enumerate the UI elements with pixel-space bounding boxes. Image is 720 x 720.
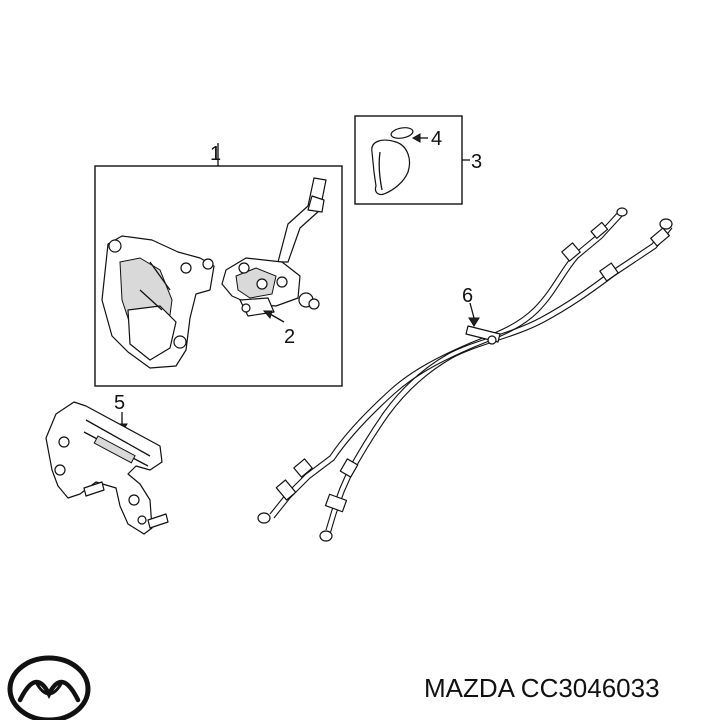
callout-2: 2	[284, 326, 295, 348]
callout-5: 5	[114, 392, 125, 414]
shift-cable-b	[325, 223, 669, 531]
callout-6: 6	[462, 285, 473, 307]
part-number-text: MAZDA CC3046033	[424, 673, 660, 703]
cable-a-upper-fitting	[561, 242, 581, 262]
cable-b-upper-fitting	[599, 262, 619, 282]
callout-4: 4	[431, 128, 442, 150]
bracket-group: 5	[45, 392, 169, 535]
shifter-base-housing	[101, 235, 215, 369]
cable-b-lower-eyelet	[319, 530, 333, 542]
shift-cable-a	[269, 209, 621, 515]
callout-6-leader	[469, 302, 475, 319]
cable-b-lower-fitting	[339, 458, 359, 478]
callout-2-arrowhead	[262, 310, 273, 320]
cable-a-upper-eyelet	[616, 207, 628, 217]
knob-ring	[390, 127, 414, 139]
shifter-assembly-group: 1	[94, 143, 343, 387]
cable-b-upper-eyelet	[659, 218, 673, 230]
selector-mechanism	[221, 257, 320, 317]
mazda-logo-icon	[7, 655, 91, 720]
shift-lever	[277, 177, 327, 263]
callout-2-leader	[269, 313, 285, 323]
shift-knob	[371, 139, 411, 196]
callout-6-arrowhead	[468, 317, 480, 327]
callout-1: 1	[210, 143, 221, 165]
cable-a-lower-eyelet	[257, 512, 271, 524]
shift-knob-group: 3 4	[354, 115, 482, 205]
cable-a-lower-fitting	[293, 458, 313, 478]
callout-4-arrowhead	[411, 133, 421, 143]
shift-cables-group: 6	[257, 207, 673, 542]
callout-3: 3	[471, 151, 482, 173]
